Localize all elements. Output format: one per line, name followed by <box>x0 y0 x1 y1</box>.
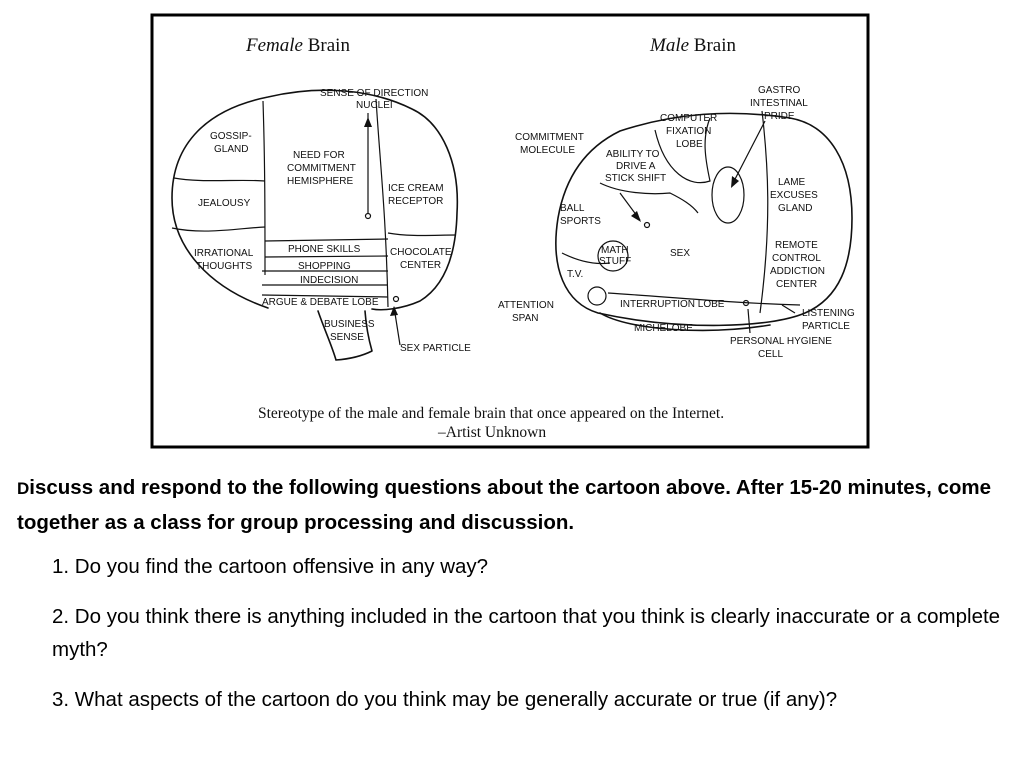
brain-cartoon-drawing: Female Brain SENSE OF DIRECTION NUCLEI G… <box>150 13 870 449</box>
male-label: GASTRO <box>758 85 800 96</box>
michelobe-outline <box>599 312 771 332</box>
male-label: DRIVE A <box>616 161 656 172</box>
divider <box>387 232 457 237</box>
male-label: REMOTE <box>775 240 818 251</box>
female-label: NUCLEI <box>356 100 393 111</box>
female-label: GLAND <box>214 144 248 155</box>
female-label: GOSSIP- <box>210 131 252 142</box>
male-label: MOLECULE <box>520 145 575 156</box>
arrow-head <box>364 117 372 127</box>
male-label: FIXATION <box>666 126 711 137</box>
math-stuff-circle <box>597 240 629 272</box>
divider <box>375 98 389 308</box>
male-label: CELL <box>758 349 783 360</box>
male-label: SPAN <box>512 313 539 324</box>
male-label: PERSONAL HYGIENE <box>730 336 832 347</box>
male-label: ADDICTION <box>770 266 825 277</box>
arrow-head <box>390 306 398 316</box>
female-label: CHOCOLATE <box>390 247 452 258</box>
arrow-head <box>731 176 739 188</box>
female-label: NEED FOR <box>293 150 345 161</box>
divider <box>759 110 769 314</box>
male-label: MATH <box>601 245 629 256</box>
divider <box>599 182 699 214</box>
female-label: BUSINESS <box>324 319 375 330</box>
listening-particle-dot <box>742 299 750 307</box>
female-label: COMMITMENT <box>287 163 356 174</box>
male-label: ATTENTION <box>498 300 554 311</box>
female-label: SENSE <box>330 332 364 343</box>
male-label: STICK SHIFT <box>605 173 666 184</box>
female-label: ARGUE & DEBATE LOBE <box>262 297 379 308</box>
female-label: SEX PARTICLE <box>400 343 471 354</box>
divider <box>262 100 266 276</box>
female-label: JEALOUSY <box>198 198 251 209</box>
arrow-head <box>631 211 641 222</box>
question-2: 2. Do you think there is anything includ… <box>52 605 1001 661</box>
male-label: INTESTINAL <box>750 98 808 109</box>
female-label: SENSE OF DIRECTION <box>320 88 428 99</box>
interruption-band <box>607 292 801 306</box>
male-label: BALL <box>560 203 585 214</box>
lame-excuses-oval <box>711 166 745 224</box>
male-label: LOBE <box>676 139 703 150</box>
female-brain-outline <box>171 89 459 311</box>
male-brain-title: Male Brain <box>649 35 737 56</box>
male-label: PRIDE <box>764 111 795 122</box>
male-label: SEX <box>670 248 690 259</box>
listening-arrow <box>781 304 796 314</box>
male-label: PARTICLE <box>802 321 850 332</box>
female-brain-title: Female Brain <box>245 35 350 56</box>
female-label: PHONE SKILLS <box>288 244 361 255</box>
stick-shift-dot <box>643 221 651 229</box>
male-label: COMPUTER <box>660 113 717 124</box>
gastro-arrow <box>731 120 766 186</box>
sense-direction-nuclei-dot <box>364 212 372 220</box>
female-label: THOUGHTS <box>196 261 252 272</box>
female-label: CENTER <box>400 260 441 271</box>
prompt-text: iscuss and respond to the following ques… <box>17 476 992 534</box>
male-label: CONTROL <box>772 253 821 264</box>
question-1: 1. Do you find the cartoon offensive in … <box>52 555 489 578</box>
male-label: COMMITMENT <box>515 132 584 143</box>
male-label: GLAND <box>778 203 812 214</box>
female-brain: Female Brain SENSE OF DIRECTION NUCLEI G… <box>171 35 471 361</box>
brain-cartoon: Female Brain SENSE OF DIRECTION NUCLEI G… <box>150 13 870 449</box>
female-label: RECEPTOR <box>388 196 443 207</box>
male-brain: Male Brain GASTRO INTESTINAL PRIDE CO <box>498 35 855 360</box>
male-label: EXCUSES <box>770 190 818 201</box>
female-label: IRRATIONAL <box>194 248 254 259</box>
male-label: ABILITY TO <box>606 149 660 160</box>
female-label: INDECISION <box>300 275 358 286</box>
cartoon-frame <box>150 13 870 449</box>
prompt-first-letter: D <box>17 479 30 498</box>
divider <box>171 177 266 232</box>
cartoon-caption: Stereotype of the male and female brain … <box>258 405 724 422</box>
cartoon-credit: –Artist Unknown <box>437 424 546 441</box>
male-label: LISTENING <box>802 308 855 319</box>
male-label: LAME <box>778 177 806 188</box>
band-lines <box>261 238 389 298</box>
male-label: INTERRUPTION LOBE <box>620 299 725 310</box>
attention-span-circle <box>587 286 607 306</box>
female-brain-stem <box>317 310 373 361</box>
female-label: HEMISPHERE <box>287 176 353 187</box>
male-label: SPORTS <box>560 216 601 227</box>
male-label: STUFF <box>599 256 631 267</box>
male-label: MICHELOBE <box>634 323 693 334</box>
female-label: SHOPPING <box>298 261 351 272</box>
hygiene-arrow <box>747 308 751 334</box>
sex-particle-dot <box>392 295 400 303</box>
discussion-prompt: Discuss and respond to the following que… <box>17 471 1007 540</box>
male-label: T.V. <box>567 269 583 280</box>
divider <box>561 252 611 265</box>
male-label: CENTER <box>776 279 817 290</box>
divider <box>654 117 711 184</box>
male-brain-outline <box>555 112 853 327</box>
female-label: ICE CREAM <box>388 183 444 194</box>
question-3: 3. What aspects of the cartoon do you th… <box>52 688 838 711</box>
